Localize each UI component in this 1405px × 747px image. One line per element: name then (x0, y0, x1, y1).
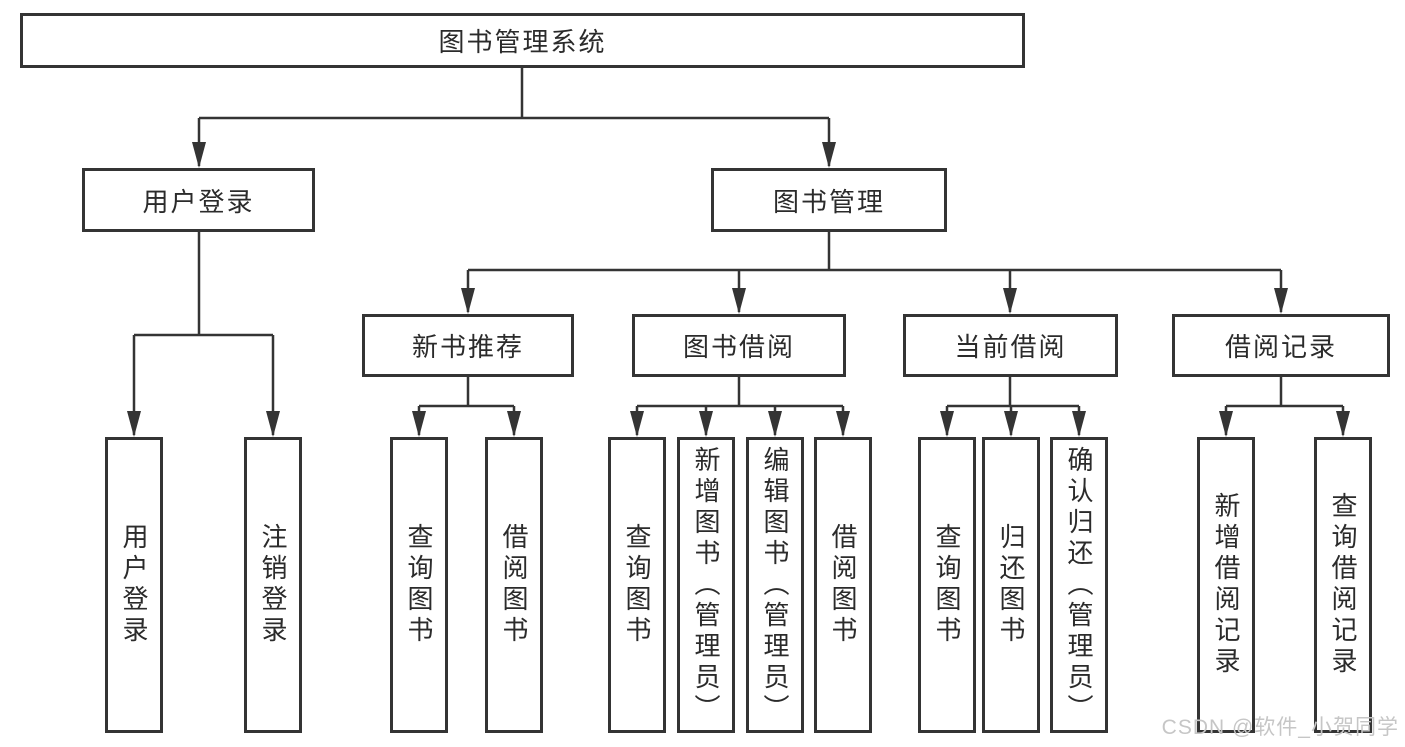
leaf-user-login: 用户登录 (105, 437, 163, 733)
leaf-add-books-admin: 新增图书（管理员） (677, 437, 735, 733)
node-user-login: 用户登录 (82, 168, 315, 232)
node-label: 新增图书（管理员） (691, 445, 721, 725)
leaf-edit-books-admin: 编辑图书（管理员） (746, 437, 804, 733)
node-label: 借阅图书 (499, 523, 529, 647)
node-book-management: 图书管理 (711, 168, 947, 232)
node-label: 查询图书 (622, 523, 652, 647)
node-label: 借阅图书 (828, 523, 858, 647)
leaf-query-books-3: 查询图书 (918, 437, 976, 733)
arrowheads (127, 142, 1350, 437)
leaf-add-borrow-record: 新增借阅记录 (1197, 437, 1255, 733)
node-label: 归还图书 (996, 523, 1026, 647)
node-label: 用户登录 (119, 523, 149, 647)
node-borrowing-records: 借阅记录 (1172, 314, 1390, 377)
node-label: 查询图书 (932, 523, 962, 647)
leaf-return-books: 归还图书 (982, 437, 1040, 733)
node-label: 查询借阅记录 (1328, 492, 1358, 678)
node-label: 编辑图书（管理员） (760, 445, 790, 725)
leaf-logout: 注销登录 (244, 437, 302, 733)
node-book-borrowing: 图书借阅 (632, 314, 846, 377)
node-current-borrowing: 当前借阅 (903, 314, 1118, 377)
node-label: 新增借阅记录 (1211, 492, 1241, 678)
leaf-query-books: 查询图书 (390, 437, 448, 733)
leaf-query-books-2: 查询图书 (608, 437, 666, 733)
csdn-watermark: CSDN @软件_小贺同学 (1161, 716, 1399, 739)
node-label: 查询图书 (404, 523, 434, 647)
leaf-borrow-books: 借阅图书 (485, 437, 543, 733)
leaf-confirm-return-admin: 确认归还（管理员） (1050, 437, 1108, 733)
node-label: 确认归还（管理员） (1064, 445, 1094, 725)
leaf-borrow-books-2: 借阅图书 (814, 437, 872, 733)
node-new-book-recommendation: 新书推荐 (362, 314, 574, 377)
node-label: 注销登录 (258, 523, 288, 647)
node-root: 图书管理系统 (20, 13, 1025, 68)
leaf-query-borrow-record: 查询借阅记录 (1314, 437, 1372, 733)
